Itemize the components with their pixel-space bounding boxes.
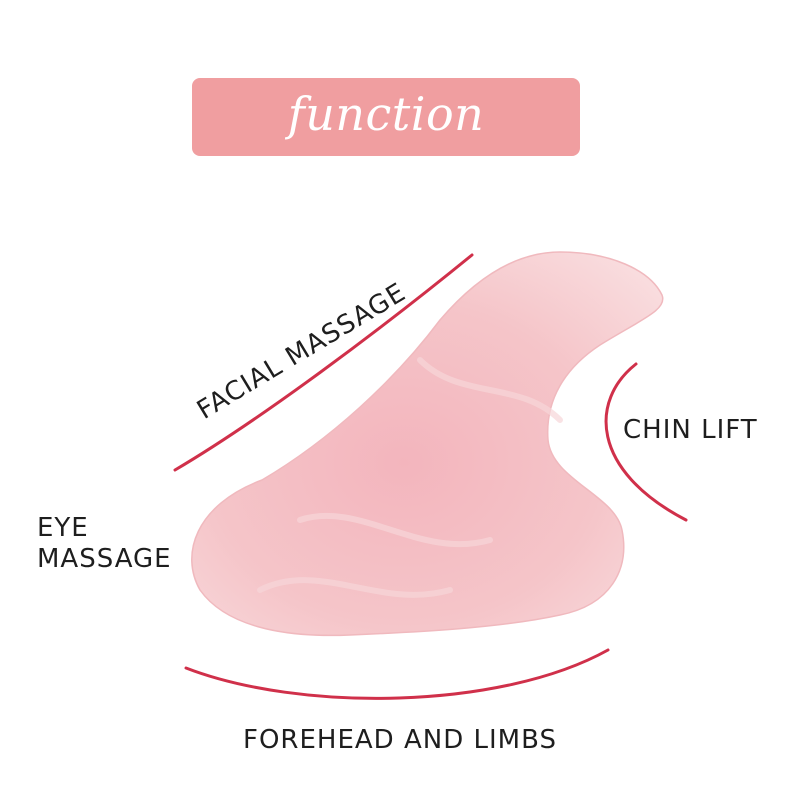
forehead-arc (184, 648, 610, 700)
stone-marbling (257, 357, 563, 598)
label-eye-massage: EYE MASSAGE (37, 513, 172, 574)
label-forehead-limbs: FOREHEAD AND LIMBS (243, 725, 557, 755)
gua-sha-stone (191, 251, 664, 637)
chin-lift-arc (604, 362, 688, 522)
function-banner: function (192, 78, 580, 156)
label-chin-lift: CHIN LIFT (623, 415, 758, 445)
facial-massage-arc (173, 253, 474, 472)
label-eye-line1: EYE (37, 513, 89, 543)
banner-title: function (287, 87, 485, 141)
label-eye-line2: MASSAGE (37, 543, 172, 574)
